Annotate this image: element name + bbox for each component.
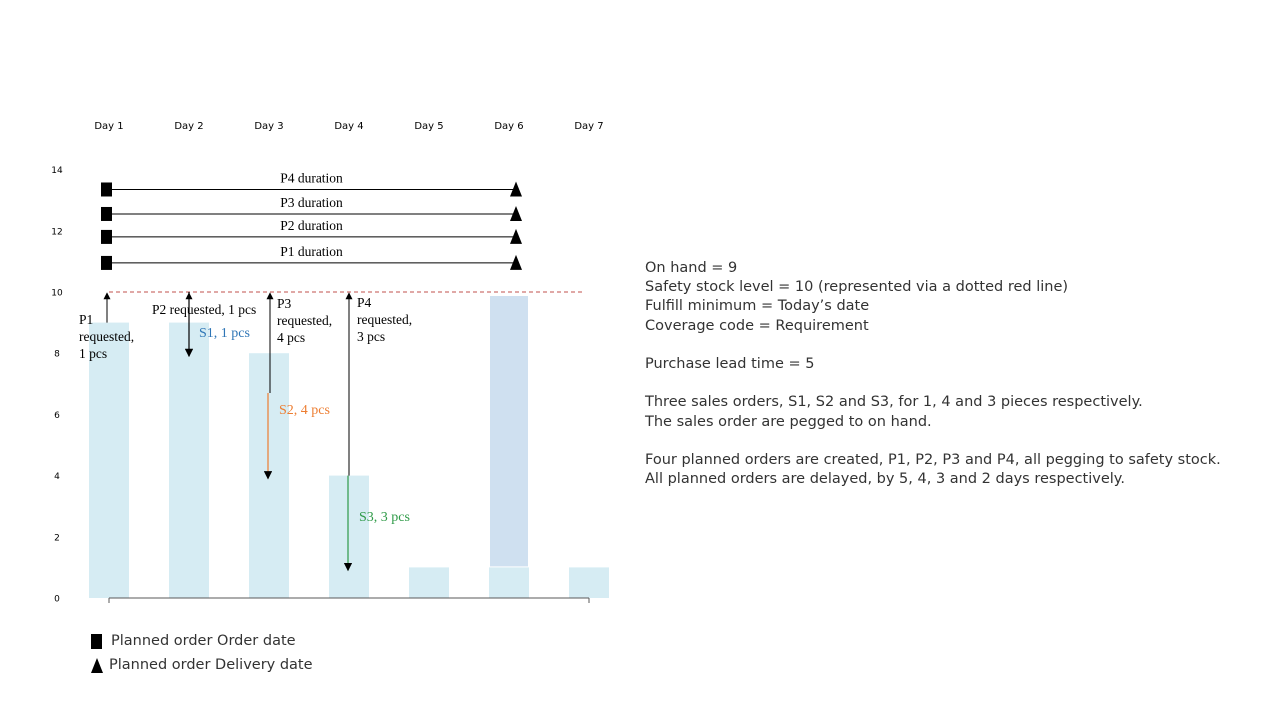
notes-panel: On hand = 9 Safety stock level = 10 (rep… [645, 259, 1265, 489]
category-label-day-5: Day 5 [414, 121, 443, 132]
legend-delivery-date: Planned order Delivery date [90, 653, 313, 677]
order-date-marker [101, 255, 112, 270]
note-sales-orders: Three sales orders, S1, S2 and S3, for 1… [645, 394, 1143, 411]
y-tick-label: 8 [54, 350, 60, 360]
y-tick-label: 10 [51, 289, 63, 299]
y-tick-label: 4 [54, 472, 60, 482]
note-safety-stock: Safety stock level = 10 (represented via… [645, 279, 1069, 296]
square-marker-icon [91, 633, 102, 649]
legend-order-date-label: Planned order Order date [111, 633, 296, 649]
annotations: P4 duration P3 duration P2 duration P1 dura… [79, 170, 585, 572]
request-label: P3 [277, 296, 292, 311]
bar-highlight-day-6 [490, 296, 528, 567]
legend-order-date: Planned order Order date [90, 629, 313, 653]
duration-label: P4 duration [280, 170, 343, 185]
request-label: P2 requested, 1 pcs [152, 302, 256, 317]
bar-day-4 [329, 475, 369, 598]
delivery-date-marker [510, 205, 522, 221]
category-label-day-3: Day 3 [254, 121, 283, 132]
y-tick-label: 12 [51, 227, 62, 237]
legend: Planned order Order date Planned order D… [90, 629, 313, 677]
sales-label: S1, 1 pcs [199, 326, 250, 341]
y-tick-label: 0 [54, 595, 60, 605]
note-delays: All planned orders are delayed, by 5, 4,… [645, 471, 1125, 488]
duration-label: P2 duration [280, 218, 343, 233]
bars [89, 296, 609, 598]
bar-day-7 [569, 567, 609, 598]
request-label: P4 [357, 295, 372, 310]
bar-day-5 [409, 567, 449, 598]
note-pegging: The sales order are pegged to on hand. [645, 413, 932, 430]
order-date-marker [101, 206, 112, 221]
delivery-date-marker [510, 228, 522, 244]
request-label: 3 pcs [357, 329, 385, 344]
legend-delivery-date-label: Planned order Delivery date [109, 657, 313, 673]
bar-day-2 [169, 322, 209, 598]
category-label-day-4: Day 4 [334, 121, 363, 132]
note-planned-orders: Four planned orders are created, P1, P2,… [645, 451, 1221, 468]
note-lead-time: Purchase lead time = 5 [645, 355, 815, 372]
request-label: 1 pcs [79, 346, 107, 361]
category-label-day-2: Day 2 [174, 121, 203, 132]
request-label: 4 pcs [277, 330, 305, 345]
sales-label: S2, 4 pcs [279, 403, 330, 418]
triangle-marker-icon [91, 657, 103, 673]
category-label-day-1: Day 1 [94, 121, 123, 132]
bar-day-1 [89, 322, 129, 598]
delivery-date-marker [510, 181, 522, 197]
duration-label: P3 duration [280, 195, 343, 210]
note-coverage-code: Coverage code = Requirement [645, 317, 869, 334]
y-tick-label: 2 [54, 533, 60, 543]
axes: Day 1 Day 2 Day 3 Day 4 Day 5 Day 6 Day 7 0 2 4 6 8… [51, 121, 603, 605]
bar-day-3 [249, 353, 289, 598]
delivery-date-marker [510, 254, 522, 270]
category-label-day-7: Day 7 [574, 121, 603, 132]
request-label: requested, [357, 312, 412, 327]
order-date-marker [101, 229, 112, 244]
request-label: P1 [79, 312, 93, 327]
y-tick-label: 6 [54, 411, 60, 421]
bar-day-6 [489, 567, 529, 598]
note-on-hand: On hand = 9 [645, 260, 738, 276]
request-label: requested, [79, 329, 134, 344]
note-fulfill-minimum: Fulfill minimum = Today’s date [645, 298, 870, 315]
sales-label: S3, 3 pcs [359, 510, 410, 525]
y-tick-label: 14 [51, 166, 63, 176]
category-label-day-6: Day 6 [494, 121, 523, 132]
duration-label: P1 duration [280, 244, 343, 259]
request-label: requested, [277, 313, 332, 328]
order-date-marker [101, 182, 112, 197]
